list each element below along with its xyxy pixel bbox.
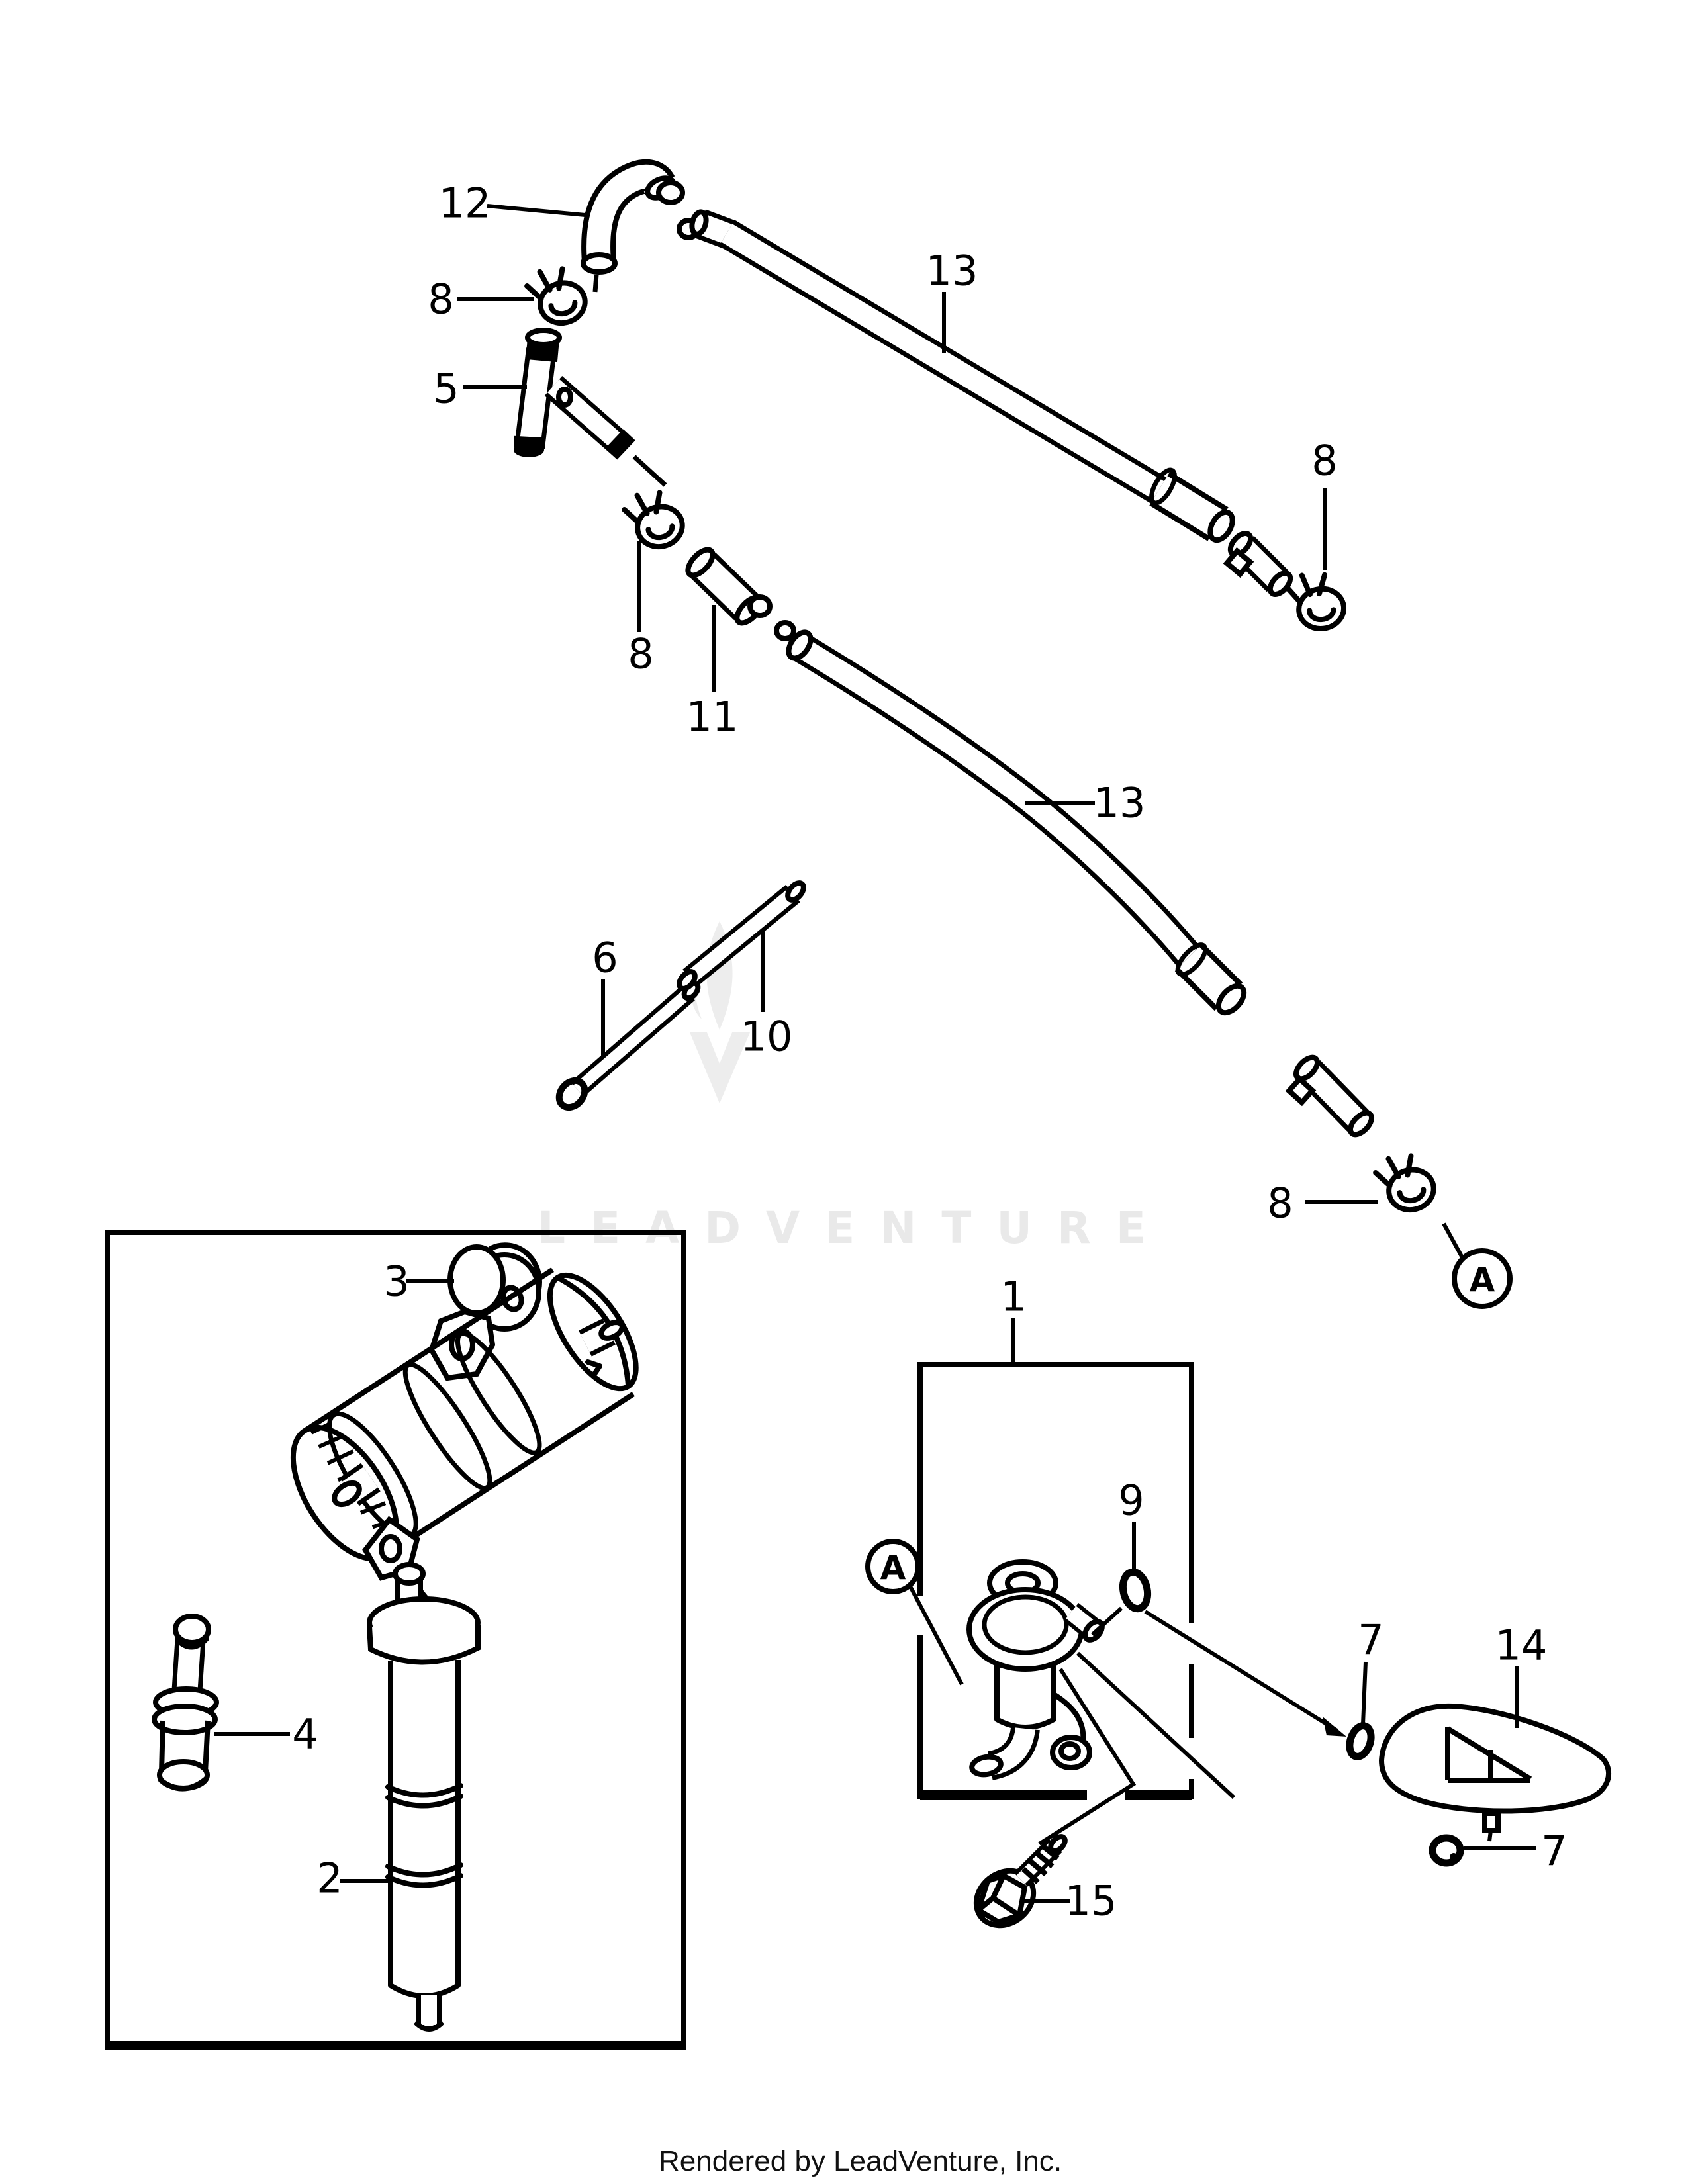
hose-13a-connector-drawing <box>1223 531 1293 597</box>
clamp-8c-drawing <box>622 490 685 550</box>
callout-label-layer: 12 8 5 13 8 8 11 13 6 10 8 3 1 9 4 2 15 7 14 7 <box>292 179 1567 1925</box>
clamp-8a-drawing <box>524 266 588 326</box>
tube-6-drawing <box>555 980 701 1111</box>
tube-11-drawing <box>685 547 773 626</box>
part-5-callout-label: 5 <box>433 365 459 413</box>
part-4-callout-label: 4 <box>292 1710 318 1758</box>
tube-10-drawing <box>677 880 806 991</box>
hose-12-drawing <box>581 159 685 293</box>
view-a-left-letter: A <box>880 1549 906 1587</box>
joint-pipe-5-drawing <box>514 328 667 487</box>
watermark-text: LEADVENTURE <box>538 1203 1171 1253</box>
part-8-a-callout-label: 8 <box>428 275 453 324</box>
part-10-callout-label: 10 <box>741 1013 793 1061</box>
fuel-pump-drawing <box>290 1242 639 1620</box>
clamp-8b-drawing <box>1285 572 1347 632</box>
oring-9-drawing <box>1119 1568 1152 1613</box>
watermark-flame-v <box>690 1032 750 1103</box>
part-8-d-callout-label: 8 <box>1267 1179 1293 1228</box>
part-12-callout-label: 12 <box>439 179 491 228</box>
hose-13-upper-fitting-drawing <box>677 209 738 250</box>
part-3-callout-label: 3 <box>383 1257 409 1306</box>
view-a-right-letter: A <box>1470 1261 1495 1299</box>
part-14-callout-label: 14 <box>1495 1621 1548 1670</box>
part-13-a-callout-label: 13 <box>926 247 978 295</box>
part-6-callout-label: 6 <box>592 934 618 982</box>
part-7-a-leader-line <box>1361 1661 1368 1725</box>
part-2-callout-label: 2 <box>316 1854 342 1903</box>
hose-14-drawing <box>1378 1703 1611 1833</box>
view-label-layer: AA <box>865 1222 1513 1686</box>
hose-13a-drawing <box>719 220 1235 543</box>
part-11-callout-label: 11 <box>686 693 739 741</box>
leadventure-watermark: LEADVENTURE <box>538 921 1171 1253</box>
hose-13b-connector-drawing <box>1285 1054 1374 1138</box>
part-8-c-callout-label: 8 <box>628 630 653 678</box>
regulator-1-drawing <box>966 1559 1105 1780</box>
view-a-right-circle <box>1452 1248 1513 1309</box>
part-15-callout-label: 15 <box>1065 1877 1117 1925</box>
view-a-left-circle <box>865 1539 921 1594</box>
clamp-7a-drawing <box>1346 1722 1375 1760</box>
callout-leader-layer <box>214 204 1536 1903</box>
valve-4-drawing <box>152 1614 219 1792</box>
part-9-callout-label: 9 <box>1118 1477 1144 1525</box>
part-12-leader-line <box>487 204 586 217</box>
view-a-left-leader-line <box>908 1585 964 1686</box>
part-8-b-callout-label: 8 <box>1311 437 1337 485</box>
part-1-callout-label: 1 <box>1000 1273 1026 1321</box>
bolt-15-drawing <box>973 1834 1068 1929</box>
part-7-a-callout-label: 7 <box>1358 1616 1383 1664</box>
clamp-8d-drawing <box>1373 1153 1436 1213</box>
part-13-b-callout-label: 13 <box>1094 779 1146 827</box>
assembly-leader-lines <box>1038 1606 1493 1846</box>
group-box-details <box>107 1596 1199 2050</box>
view-a-right-leader-line <box>1442 1222 1465 1260</box>
part-7-b-callout-label: 7 <box>1541 1827 1567 1876</box>
fuel-filter-2-drawing <box>367 1562 481 2032</box>
clamp-7b-drawing <box>1429 1834 1464 1867</box>
hose-13b-drawing <box>774 620 1247 1016</box>
footer-credit-text: Rendered by LeadVenture, Inc. <box>659 2145 1062 2177</box>
